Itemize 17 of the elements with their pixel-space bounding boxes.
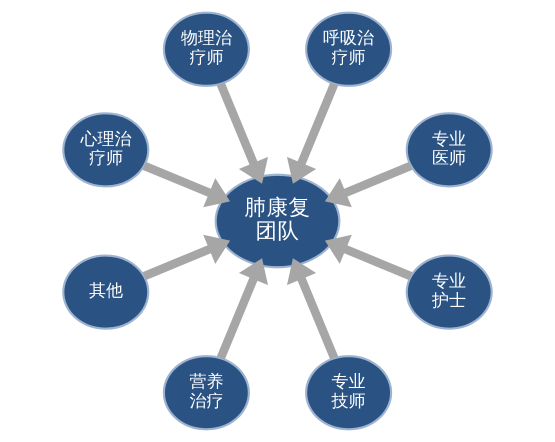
node-ellipse: 专业医师 [406,112,493,188]
arrow [142,234,230,280]
node-ellipse: 呼吸治疗师 [305,12,392,87]
node-ellipse: 营养治疗 [162,355,250,430]
arrow [216,82,268,184]
arrow [286,82,338,184]
arrow [324,162,412,208]
node-ellipse: 专业技师 [305,355,392,430]
node-ellipse: 肺康复团队 [214,174,340,268]
arrow [286,258,338,360]
node-ellipse: 其他 [62,254,150,330]
node-ellipse: 心理治疗师 [62,112,150,188]
node-ellipse: 专业护士 [406,254,493,330]
arrow [216,258,268,360]
arrow [142,162,230,208]
node-ellipse: 物理治疗师 [162,12,250,87]
arrow [324,234,412,280]
